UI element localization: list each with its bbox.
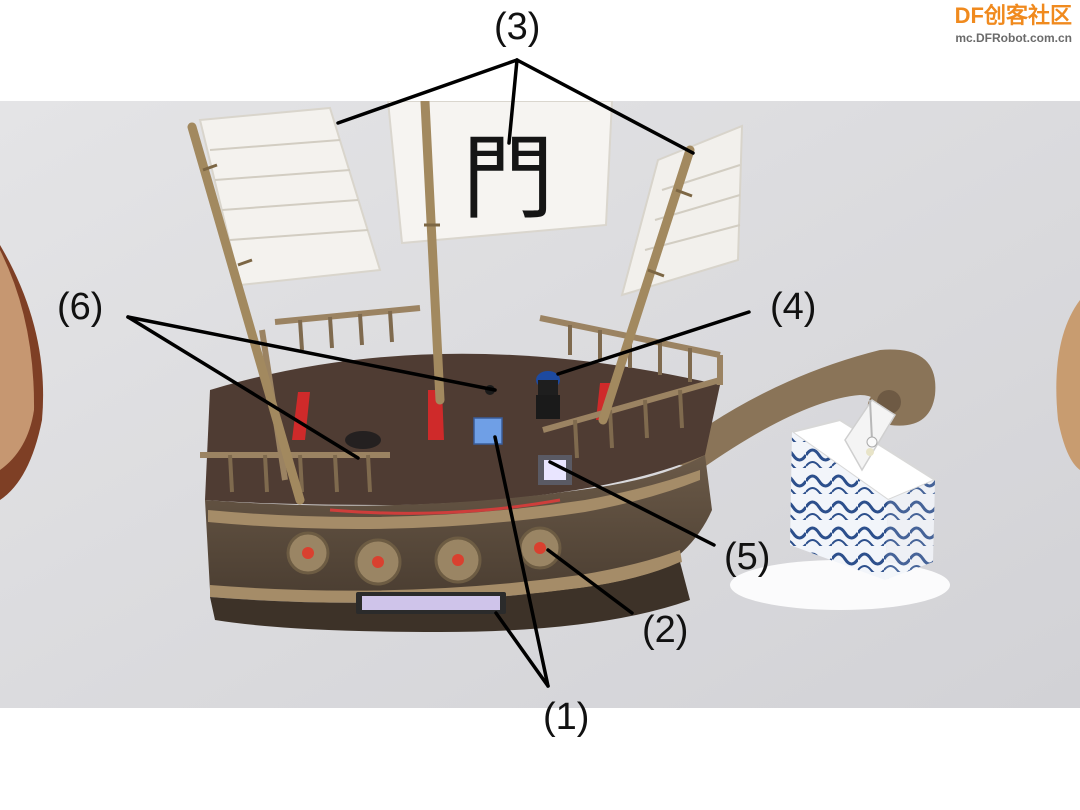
callout-label: (5)	[724, 536, 771, 578]
watermark-url: mc.DFRobot.com.cn	[955, 31, 1072, 46]
dfrobot-watermark: DF创客社区 mc.DFRobot.com.cn	[954, 3, 1072, 46]
ship-model-photo: 門	[0, 101, 1080, 708]
callout-label: (1)	[543, 696, 590, 738]
callout-label: (6)	[57, 286, 104, 328]
callout-label: (3)	[494, 6, 541, 48]
callout-label: (2)	[642, 609, 689, 651]
watermark-brand: DF创客社区	[954, 3, 1072, 28]
callout-label: (4)	[770, 286, 817, 328]
sail-calligraphy: 門	[462, 125, 554, 232]
